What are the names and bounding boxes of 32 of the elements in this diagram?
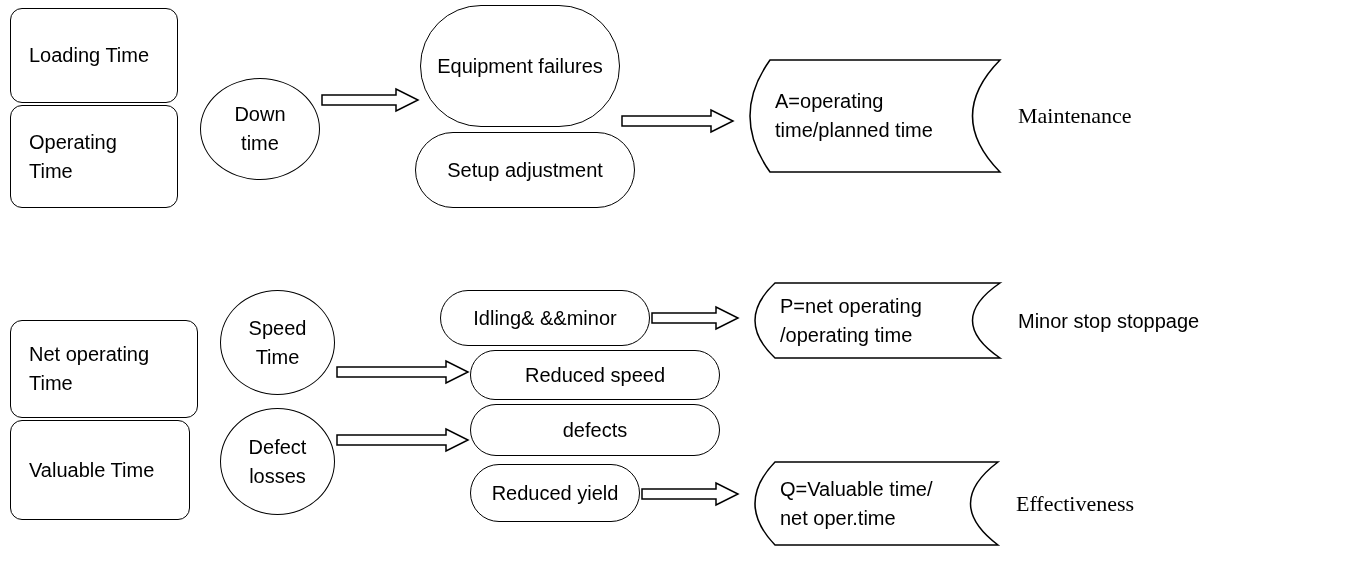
node-label: Down time bbox=[233, 102, 287, 156]
block-arrow bbox=[336, 427, 470, 453]
node-label: Speed Time bbox=[247, 315, 308, 370]
node-label: P=net operating /operating time bbox=[780, 293, 923, 348]
node-label: Defect losses bbox=[247, 434, 308, 489]
process-box bbox=[10, 105, 178, 208]
block-arrow bbox=[621, 108, 735, 134]
rounded-box bbox=[470, 404, 720, 456]
block-arrow bbox=[336, 359, 470, 385]
side-label: Effectiveness bbox=[1016, 490, 1135, 517]
node-label: Operating Time bbox=[29, 129, 118, 184]
side-label: Maintenance bbox=[1018, 103, 1132, 129]
rounded-box bbox=[440, 290, 650, 346]
block-arrow bbox=[321, 87, 420, 113]
process-box bbox=[10, 320, 198, 418]
node-label: A=operating time/planned time bbox=[775, 89, 934, 143]
node-label: Loading Time bbox=[29, 43, 150, 68]
node-label: Setup adjustment bbox=[447, 157, 603, 183]
node-label: Net operating Time bbox=[29, 342, 151, 396]
side-label: Minor stop stoppage bbox=[1018, 309, 1200, 332]
block-arrow bbox=[651, 305, 740, 331]
block-arrow bbox=[641, 481, 740, 507]
node-label: Valuable Time bbox=[29, 457, 155, 483]
rounded-box bbox=[470, 350, 720, 400]
process-box bbox=[10, 420, 190, 520]
node-label: Idling& &&minor bbox=[473, 305, 617, 331]
process-box bbox=[10, 8, 178, 103]
node-label: Equipment failures bbox=[437, 53, 603, 79]
node-label: Q=Valuable time/ net oper.time bbox=[780, 476, 934, 531]
node-label: Reduced speed bbox=[524, 362, 666, 388]
node-label: Reduced yield bbox=[491, 480, 619, 506]
node-label: defects bbox=[562, 417, 628, 443]
